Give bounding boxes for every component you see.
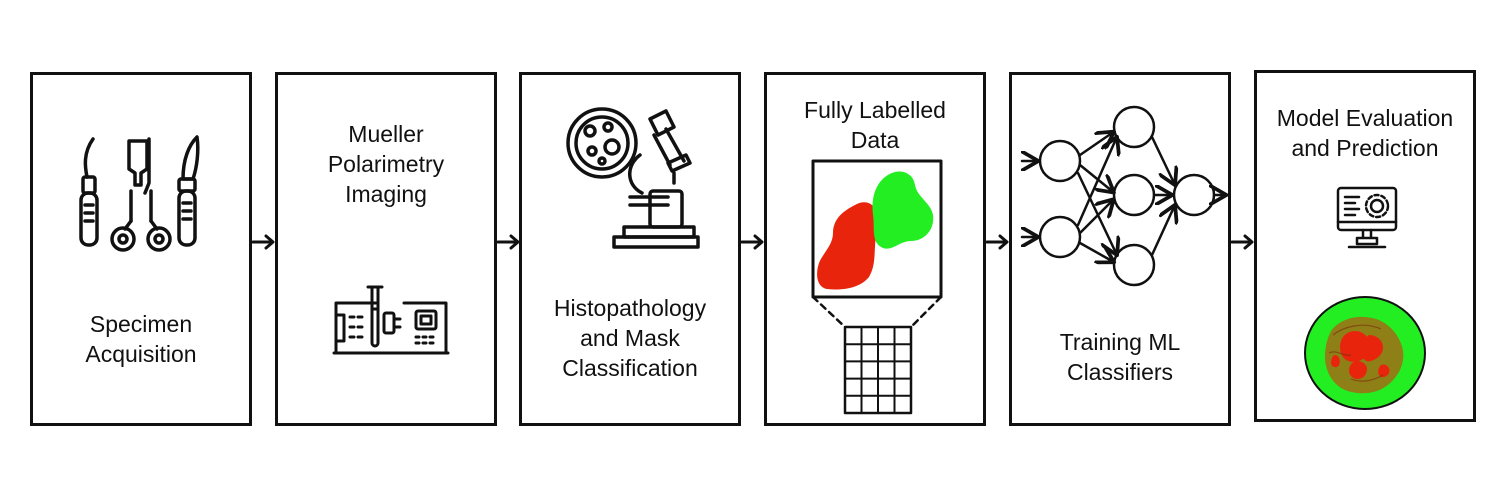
stage-label-line: Classifiers — [1066, 359, 1174, 385]
healthy-region — [872, 171, 934, 249]
stage-label: Mueller Polarimetry Imaging — [278, 119, 494, 209]
stage-label-line: Training ML — [1059, 329, 1181, 355]
stage-label-line: Fully Labelled — [804, 97, 946, 123]
prediction-map-image — [1303, 295, 1427, 411]
stage-label-line: Classification — [562, 355, 698, 381]
monitor-gear-icon — [1335, 185, 1399, 251]
arrow-right-icon — [252, 234, 275, 250]
arrow-right-icon — [1231, 234, 1254, 250]
stage-label-line: Acquisition — [85, 341, 197, 367]
stage-label: Model Evaluation and Prediction — [1257, 103, 1473, 163]
stage-specimen-acquisition: Specimen Acquisition — [30, 72, 252, 426]
stage-label-line: Mueller — [348, 121, 424, 147]
stage-model-evaluation: Model Evaluation and Prediction — [1254, 70, 1476, 422]
surgical-instruments-icon — [75, 133, 211, 265]
stage-label-line: Polarimetry — [327, 151, 445, 177]
tumor-region — [817, 202, 878, 290]
stage-label-line: Specimen — [89, 311, 193, 337]
stage-label-line: Imaging — [345, 181, 427, 207]
arrow-right-icon — [986, 234, 1009, 250]
stage-fully-labelled-data: Fully Labelled Data — [764, 72, 986, 426]
stage-label-line: and Prediction — [1291, 135, 1439, 161]
stage-label: Histopathology and Mask Classification — [522, 293, 738, 383]
labelled-mask-grid-icon — [811, 159, 947, 417]
stage-mueller-polarimetry: Mueller Polarimetry Imaging — [275, 72, 497, 426]
neural-network-icon — [1016, 97, 1230, 293]
stage-training-ml: Training ML Classifiers — [1009, 72, 1231, 426]
stage-label-line: Histopathology — [553, 295, 707, 321]
stage-label-line: Model Evaluation — [1276, 105, 1454, 131]
stage-label-line: Data — [850, 127, 900, 153]
polarimetry-device-icon — [332, 279, 450, 359]
stage-label: Specimen Acquisition — [33, 309, 249, 369]
stage-label: Fully Labelled Data — [767, 95, 983, 155]
arrow-right-icon — [497, 234, 520, 250]
arrow-right-icon — [741, 234, 764, 250]
stage-histopathology: Histopathology and Mask Classification — [519, 72, 741, 426]
stage-label-line: and Mask — [580, 325, 680, 351]
stage-label: Training ML Classifiers — [1012, 327, 1228, 387]
microscope-icon — [562, 105, 702, 251]
